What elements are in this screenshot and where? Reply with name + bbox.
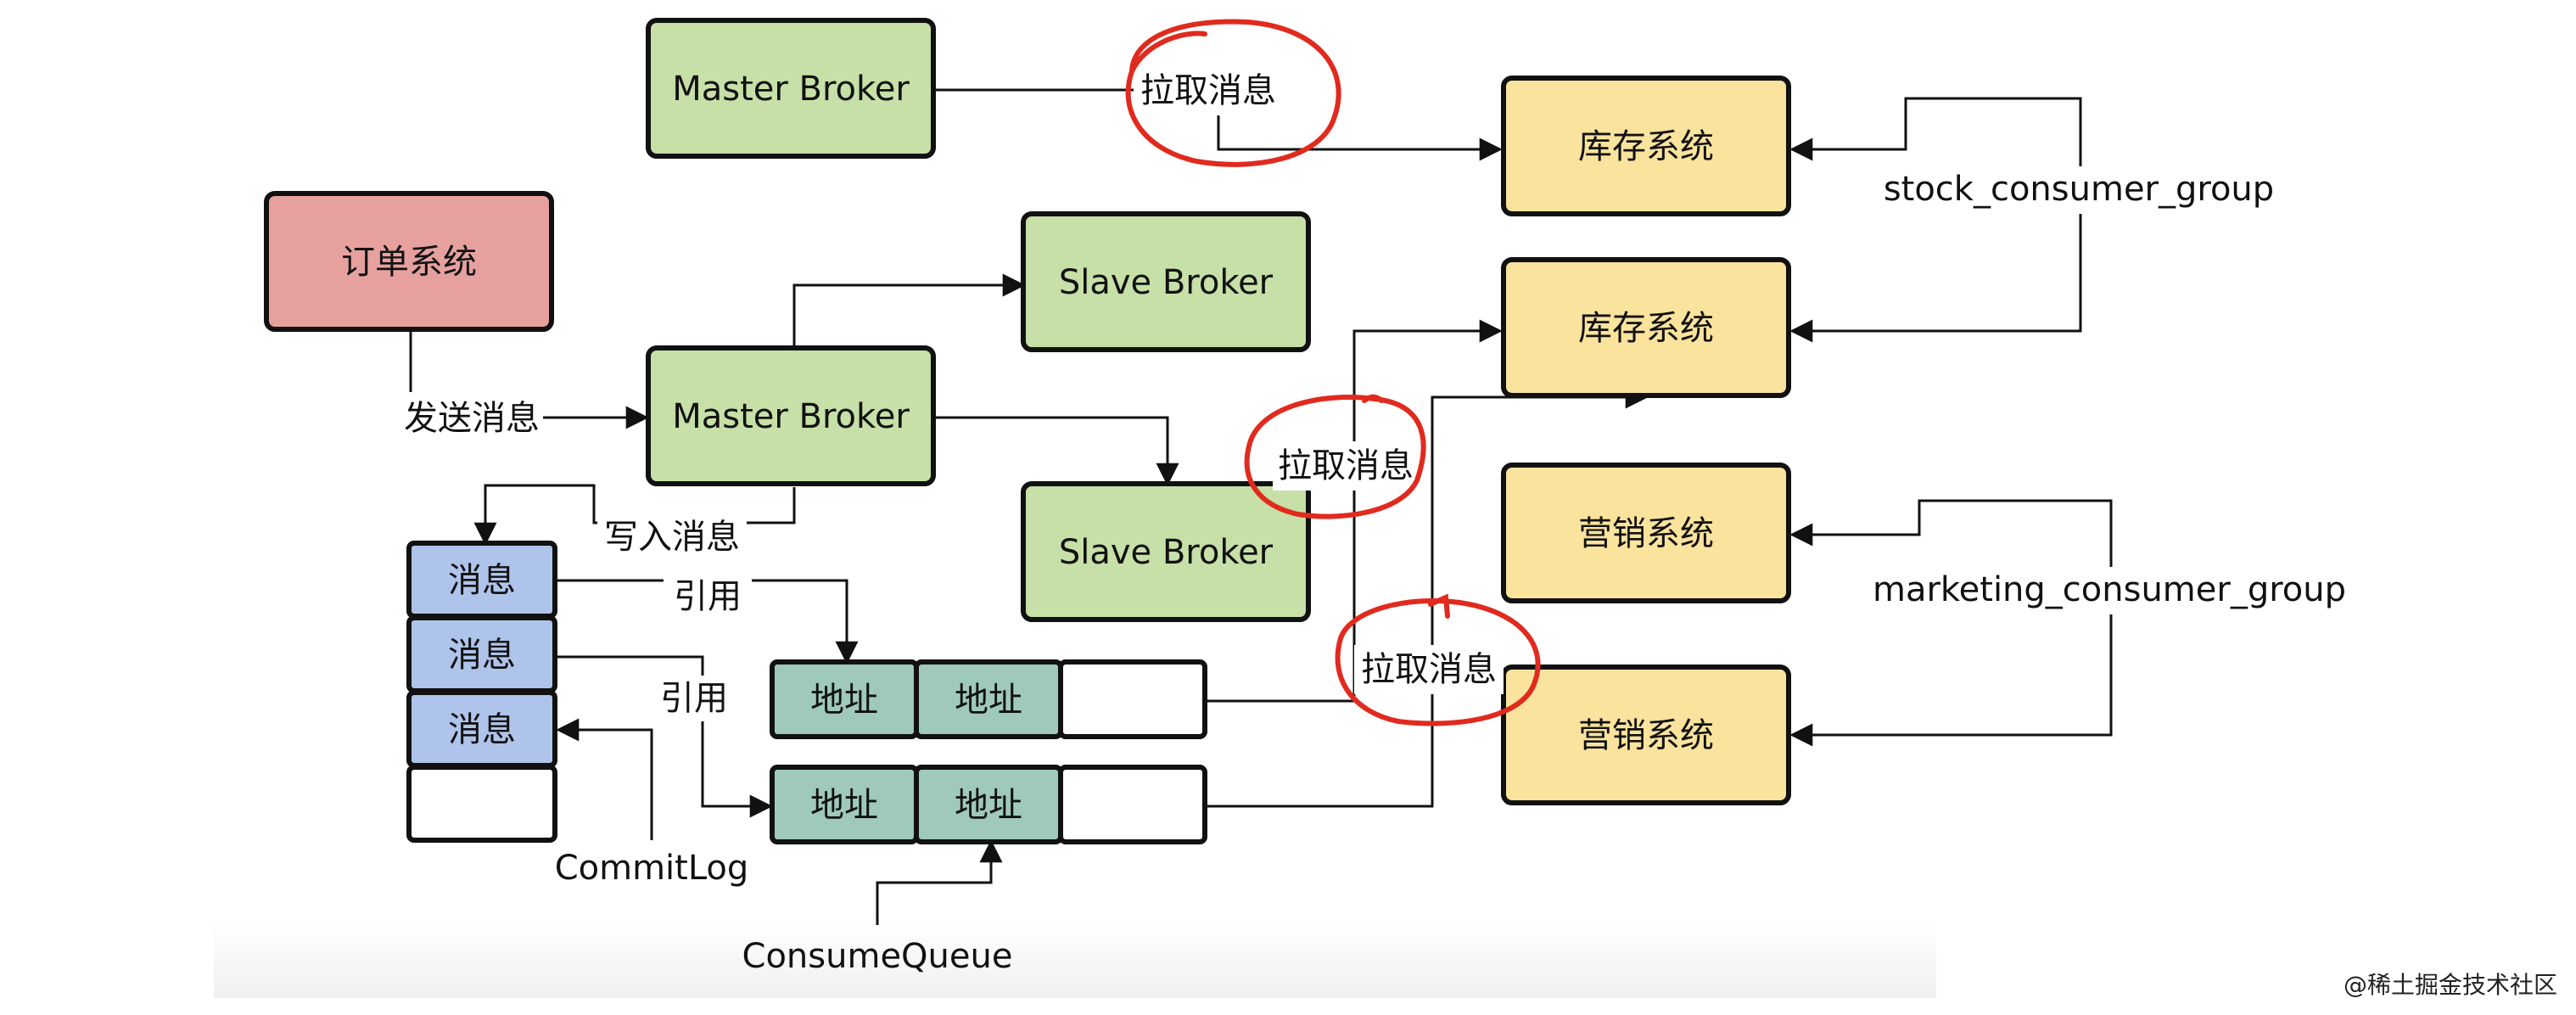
inventory-1-box: [1501, 76, 1791, 216]
marketing-2-label: 营销系统: [1578, 716, 1714, 755]
node-master-broker: Master Broker: [646, 345, 936, 486]
commitlog-stack: 消息 消息 消息: [406, 541, 557, 843]
connectors: [409, 88, 2113, 925]
commitlog-cell-label: 消息: [448, 710, 516, 749]
label-backing: [399, 392, 543, 441]
edge-labels: 发送消息 写入消息 引用 引用 拉取消息 拉取消息 拉取消息 stock_con…: [399, 64, 2350, 976]
node-inventory-2: 库存系统: [1501, 257, 1791, 398]
slave-broker-2-label: Slave Broker: [1059, 533, 1274, 572]
consume-queue-cell-empty: [1058, 659, 1207, 739]
edge-commitlog-label: [556, 718, 653, 840]
label-backing: [1884, 166, 2274, 214]
marketing-2-box: [1501, 665, 1791, 805]
marketing-1-label: 营销系统: [1578, 514, 1714, 553]
node-slave-broker-1: Slave Broker: [1021, 211, 1311, 352]
edge-master-to-slave1: [792, 273, 1026, 348]
edge-reference-1: [555, 579, 859, 665]
master-broker-top-box: [646, 18, 936, 159]
edge-reference-2: [555, 655, 773, 818]
annotation-circle-top: [1125, 19, 1341, 167]
node-slave-broker-2: Slave Broker: [1021, 481, 1311, 622]
pull-message-mid-label: 拉取消息: [1278, 446, 1414, 485]
order-system-box: [264, 191, 554, 332]
annotation-circle-mid: [1244, 394, 1426, 519]
slave-broker-2-box: [1021, 481, 1311, 622]
master-broker-box: [646, 345, 936, 486]
node-order-system: 订单系统: [264, 191, 554, 332]
commitlog-cell-label: 消息: [448, 561, 516, 600]
slave-broker-1-box: [1021, 211, 1311, 352]
slave-broker-1-label: Slave Broker: [1059, 263, 1274, 302]
marketing-1-box: [1501, 463, 1791, 603]
consumequeue-label: ConsumeQueue: [742, 937, 1013, 976]
label-backing: [597, 514, 747, 562]
stock-consumer-group-label: stock_consumer_group: [1884, 170, 2274, 209]
edge-stock-group-to-inventory2: [1789, 212, 2082, 343]
edge-master-to-commitlog: [473, 484, 796, 546]
bottom-fade: [214, 917, 1936, 998]
node-inventory-1: 库存系统: [1501, 76, 1791, 216]
label-backing: [1875, 567, 2350, 614]
annotation-circle-low: [1335, 593, 1541, 726]
consume-queue-row-1: 地址 地址: [770, 659, 1207, 739]
label-backing: [1354, 645, 1504, 694]
consume-queue-cell-label: 地址: [955, 786, 1022, 825]
edge-marketing-group-to-marketing1: [1789, 499, 2113, 570]
pull-message-low-label: 拉取消息: [1361, 650, 1497, 689]
reference-label-1: 引用: [674, 577, 742, 616]
edge-top-pull-to-inventory1: [1217, 115, 1503, 161]
node-marketing-2: 营销系统: [1501, 665, 1791, 805]
consume-queue-cell-empty: [1058, 765, 1207, 844]
send-message-label: 发送消息: [404, 399, 540, 438]
inventory-1-label: 库存系统: [1578, 127, 1714, 166]
node-master-broker-top: Master Broker: [646, 18, 936, 159]
node-marketing-1: 营销系统: [1501, 463, 1791, 603]
reference-label-2: 引用: [660, 679, 728, 718]
consume-queue-cell-label: 地址: [955, 681, 1022, 720]
edge-master-to-slave2: [933, 416, 1179, 486]
consume-queue-cell-label: 地址: [810, 786, 878, 825]
edge-marketing-group-to-marketing2: [1789, 613, 2113, 747]
master-broker-label: Master Broker: [672, 397, 910, 436]
commitlog-label: CommitLog: [555, 849, 749, 888]
edge-consumequeue-label: [876, 839, 1003, 925]
write-message-label: 写入消息: [604, 518, 740, 557]
label-backing: [1273, 441, 1422, 491]
pull-message-top-label: 拉取消息: [1140, 71, 1276, 110]
inventory-2-label: 库存系统: [1578, 309, 1714, 348]
consume-queue-row-2: 地址 地址: [770, 765, 1207, 844]
order-system-label: 订单系统: [341, 243, 477, 282]
label-backing: [1134, 64, 1283, 115]
commitlog-cell-label: 消息: [448, 636, 516, 675]
red-annotations: [1125, 19, 1541, 726]
master-broker-top-label: Master Broker: [672, 70, 910, 109]
inventory-2-box: [1501, 257, 1791, 398]
label-backing: [664, 574, 752, 620]
edge-stock-group-to-inventory1: [1789, 97, 2082, 170]
consume-queue-cell-label: 地址: [810, 681, 878, 720]
commitlog-cell-empty: [406, 765, 557, 843]
label-backing: [652, 676, 740, 721]
marketing-consumer-group-label: marketing_consumer_group: [1873, 570, 2346, 609]
watermark: @稀土掘金技术社区: [2344, 971, 2557, 999]
